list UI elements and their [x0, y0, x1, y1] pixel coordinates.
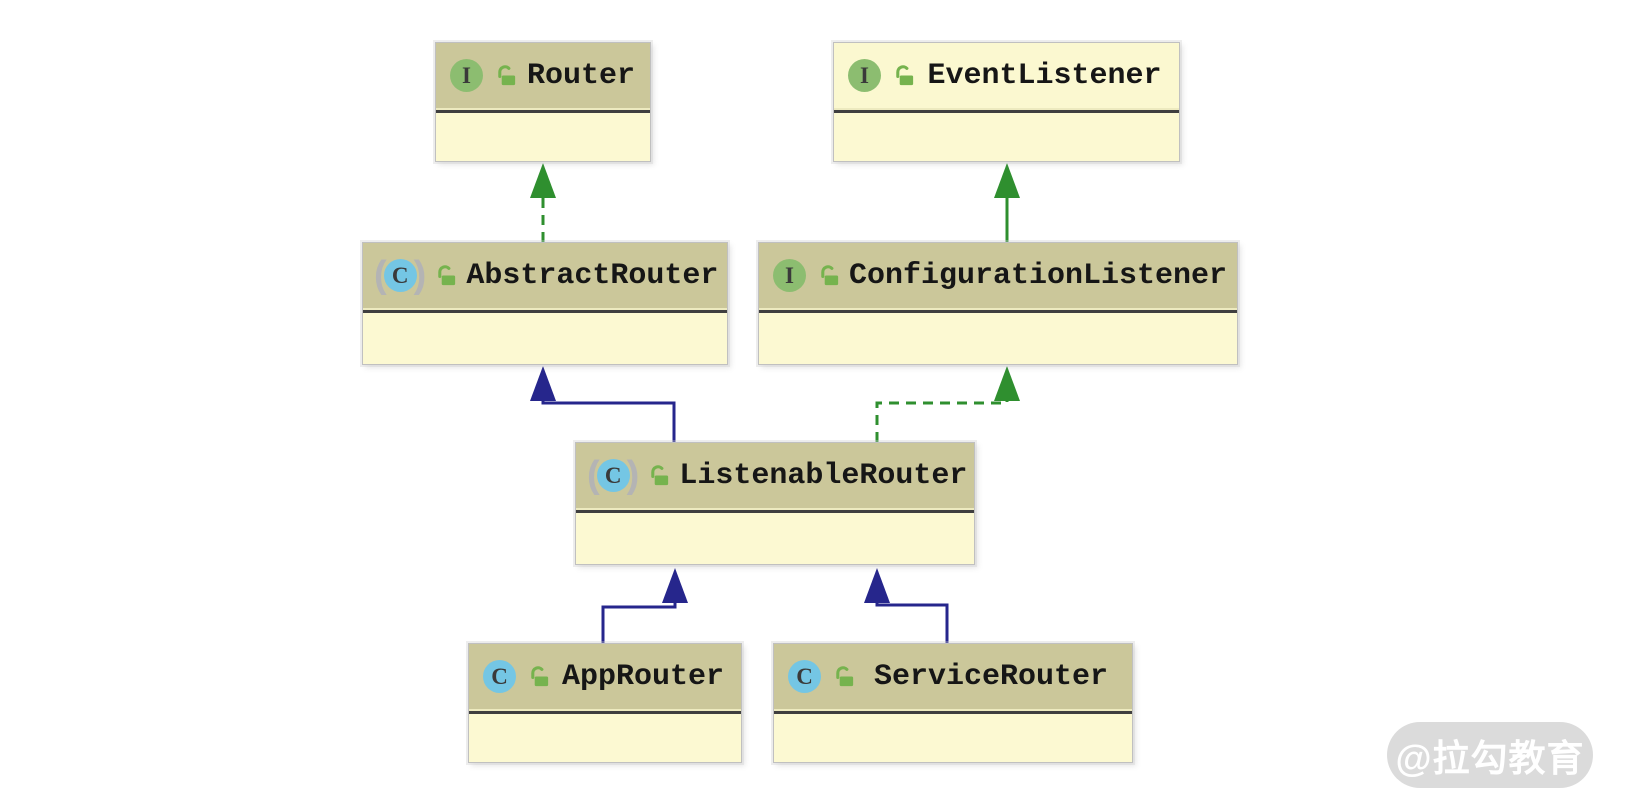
class-header: C ServiceRouter [774, 644, 1132, 709]
header-divider [469, 709, 741, 711]
members-section [469, 714, 741, 762]
abstract-class-icon: ( C ) [374, 254, 426, 296]
header-divider [436, 108, 650, 110]
abstract-paren-open: ( [587, 454, 600, 496]
header-divider [576, 508, 974, 510]
public-lock-icon [821, 265, 839, 286]
interface-icon: I [773, 259, 806, 292]
edge-servicerouter-extends-listenablerouter [864, 568, 949, 643]
header-divider [834, 108, 1179, 110]
class-name: ServiceRouter [873, 659, 1109, 694]
public-lock-icon [438, 265, 456, 286]
class-header: C AppRouter [469, 644, 741, 709]
public-lock-icon [651, 465, 669, 486]
members-section [363, 313, 727, 364]
class-name: AppRouter [561, 659, 725, 694]
class-name: Router [526, 58, 636, 93]
class-header: I ConfigurationListener [759, 243, 1237, 308]
header-divider [759, 308, 1237, 310]
members-section [834, 113, 1179, 161]
edge-abstractrouter-implements-router [530, 163, 556, 242]
class-icon: C [788, 660, 821, 693]
uml-node-app-router[interactable]: C AppRouter [468, 643, 742, 763]
header-divider [774, 709, 1132, 711]
interface-icon: I [848, 59, 881, 92]
edge-approuter-extends-listenablerouter [601, 568, 688, 643]
edge-configurationlistener-extends-eventlistener [994, 163, 1020, 242]
class-icon-letter: C [491, 664, 508, 689]
public-lock-icon [836, 666, 854, 687]
class-icon-letter: C [391, 263, 409, 288]
uml-node-event-listener[interactable]: I EventListener [833, 42, 1180, 162]
header-divider [363, 308, 727, 310]
uml-node-service-router[interactable]: C ServiceRouter [773, 643, 1133, 763]
interface-icon: I [450, 59, 483, 92]
class-name: ConfigurationListener [849, 258, 1228, 293]
edge-listenablerouter-extends-abstractrouter [530, 366, 676, 442]
edge-listenablerouter-implements-configurationlistener [875, 366, 1020, 442]
class-header: I Router [436, 43, 650, 108]
interface-icon-letter: I [462, 63, 471, 88]
abstract-paren-close: ) [626, 454, 640, 496]
class-icon-letter: C [796, 664, 813, 689]
uml-node-configuration-listener[interactable]: I ConfigurationListener [758, 242, 1238, 365]
abstract-class-icon: ( C ) [587, 454, 639, 496]
public-lock-icon [896, 65, 914, 86]
class-header: I EventListener [834, 43, 1179, 108]
members-section [436, 113, 650, 161]
class-icon: C [483, 660, 516, 693]
class-header: ( C ) ListenableRouter [576, 443, 974, 508]
watermark-badge: @拉勾教育 [1387, 722, 1593, 788]
members-section [774, 714, 1132, 762]
class-header: ( C ) AbstractRouter [363, 243, 727, 308]
public-lock-icon [531, 666, 549, 687]
interface-icon-letter: I [860, 63, 869, 88]
members-section [759, 313, 1237, 364]
class-name: EventListener [927, 58, 1162, 93]
interface-icon-letter: I [785, 263, 794, 288]
uml-node-abstract-router[interactable]: ( C ) AbstractRouter [362, 242, 728, 365]
uml-node-listenable-router[interactable]: ( C ) ListenableRouter [575, 442, 975, 565]
members-section [576, 513, 974, 564]
class-name: AbstractRouter [466, 258, 719, 293]
abstract-paren-open: ( [374, 254, 387, 296]
abstract-paren-close: ) [413, 254, 427, 296]
class-icon-letter: C [604, 463, 622, 488]
public-lock-icon [498, 65, 516, 86]
uml-node-router[interactable]: I Router [435, 42, 651, 162]
class-name: ListenableRouter [679, 458, 968, 493]
